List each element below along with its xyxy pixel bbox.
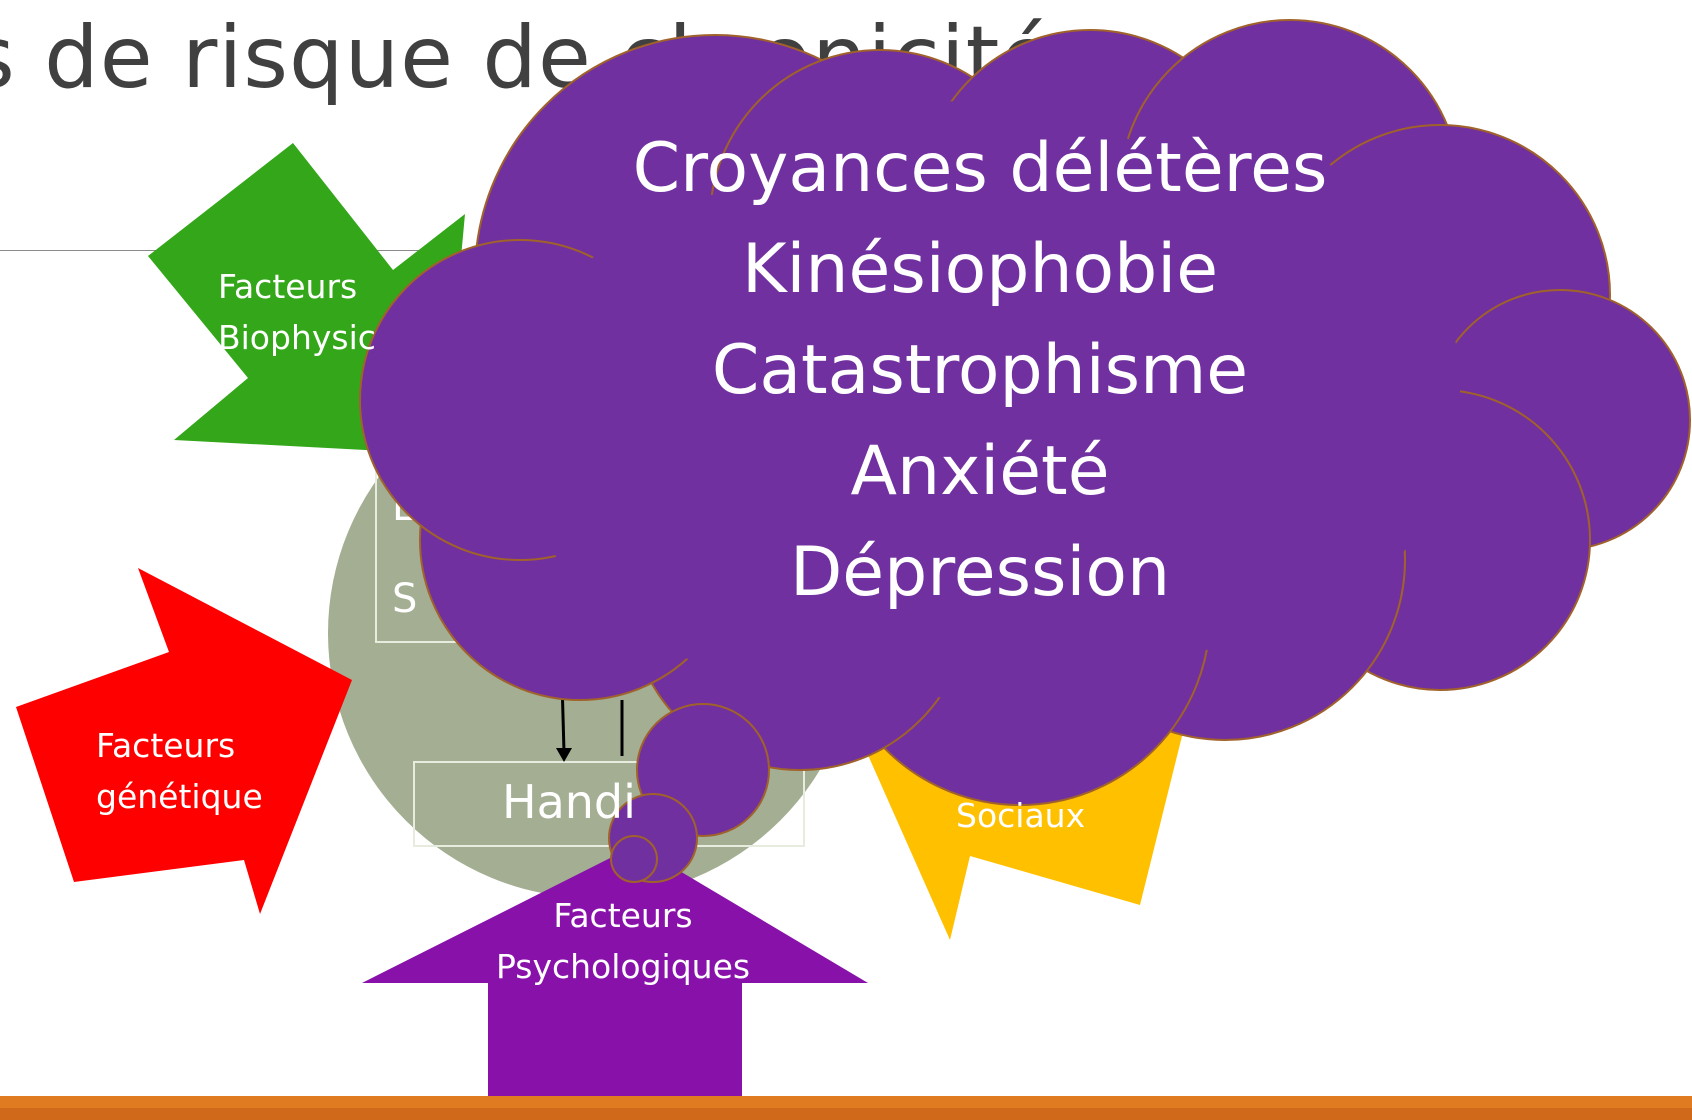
genetic-factor-arrow xyxy=(16,568,352,914)
handicap-label: Handi xyxy=(502,775,636,829)
cloud-line: Anxiété xyxy=(850,432,1110,511)
connector-arrowhead xyxy=(556,748,572,762)
psychological-factor-arrow xyxy=(362,845,868,1120)
cloud-line: Catastrophisme xyxy=(711,331,1249,410)
thought-bubble-small xyxy=(610,835,658,883)
thought-cloud xyxy=(359,19,1691,806)
center-top-box-glyph: S xyxy=(392,576,417,622)
biophysical-factor-label: Facteurs Biophysic xyxy=(218,267,376,357)
cloud-text: Croyances délétères Kinésiophobie Catast… xyxy=(633,118,1328,623)
cloud-line: Dépression xyxy=(789,533,1171,612)
social-factor-label: Sociaux xyxy=(956,796,1086,835)
cloud-line: Kinésiophobie xyxy=(741,230,1219,309)
accent-band xyxy=(0,1096,1692,1108)
accent-band-shadow xyxy=(0,1108,1692,1120)
psychological-factor-label: Facteurs Psychologiques xyxy=(495,896,751,986)
genetic-factor-label: Facteurs génétique xyxy=(96,726,263,816)
cloud-line: Croyances délétères xyxy=(632,129,1328,208)
